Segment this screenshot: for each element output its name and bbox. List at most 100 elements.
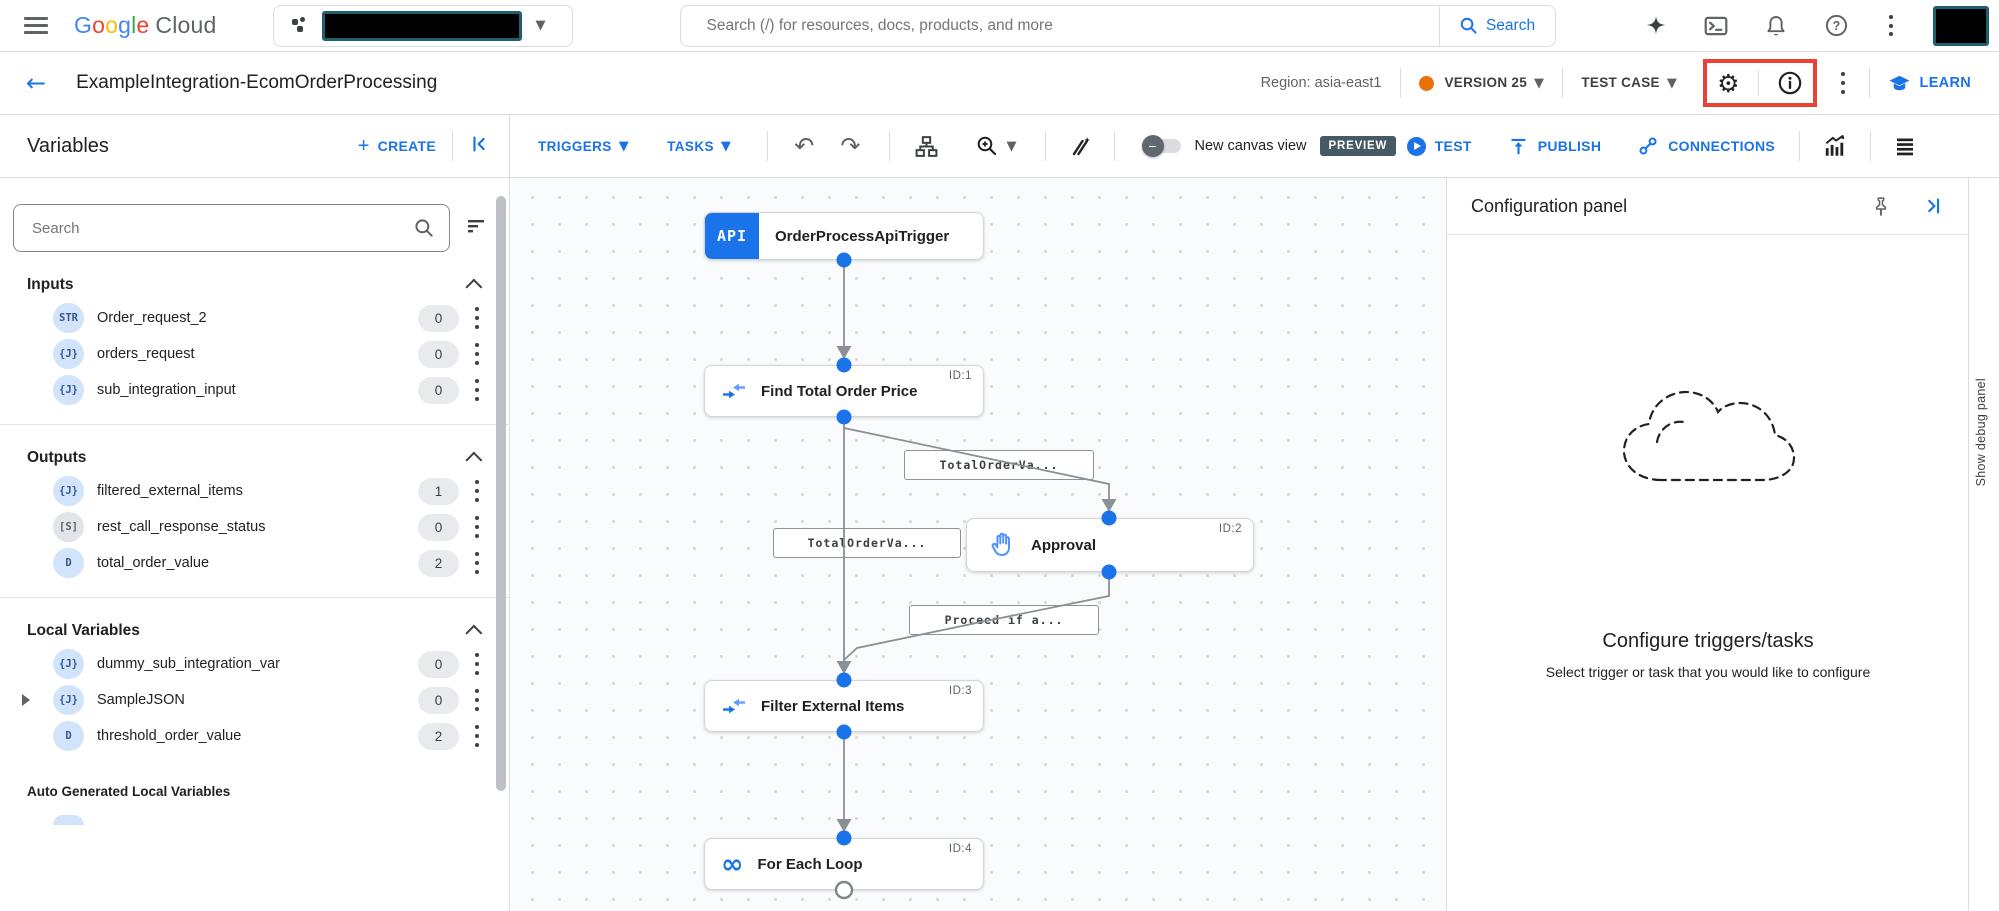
learn-button[interactable]: LEARN	[1888, 72, 1971, 95]
node-id-label: ID:1	[948, 370, 972, 382]
avatar[interactable]	[1933, 5, 1989, 46]
flow-canvas[interactable]: API OrderProcessApiTrigger ID:1 Find Tot…	[511, 178, 1446, 911]
chevron-up-icon[interactable]	[465, 278, 483, 296]
metrics-chart-icon[interactable]	[1822, 133, 1848, 159]
play-icon	[1406, 136, 1426, 156]
expand-arrow-icon[interactable]	[22, 694, 30, 706]
node-title: Filter External Items	[761, 697, 905, 715]
edge-label[interactable]: TotalOrderVa...	[904, 450, 1094, 480]
redo-icon[interactable]: ↷	[840, 132, 861, 160]
divider	[1562, 68, 1564, 98]
variable-row[interactable]: STR Order_request_2 0	[0, 300, 509, 336]
section-title: Outputs	[27, 449, 87, 466]
more-options-icon[interactable]	[469, 476, 485, 506]
sidebar-scrollbar[interactable]	[496, 196, 506, 791]
test-button[interactable]: TEST	[1406, 136, 1472, 156]
variables-search-box	[13, 204, 450, 252]
variable-row[interactable]: D total_order_value 2	[0, 545, 509, 581]
collapse-panel-right-icon[interactable]	[1920, 193, 1946, 219]
more-options-icon[interactable]	[469, 512, 485, 542]
more-options-icon[interactable]	[469, 721, 485, 751]
more-options-icon[interactable]	[1883, 11, 1899, 41]
create-variable-button[interactable]: +CREATE	[357, 134, 436, 157]
more-options-icon[interactable]	[469, 685, 485, 715]
variable-type-badge: {J}	[53, 339, 84, 369]
zoom-dropdown[interactable]: ▼	[975, 134, 1017, 158]
variable-row[interactable]: {J} sub_integration_input 0	[0, 372, 509, 408]
publish-button[interactable]: PUBLISH	[1508, 136, 1602, 157]
new-canvas-toggle[interactable]: −	[1141, 135, 1181, 157]
graduation-cap-icon	[1888, 75, 1910, 90]
back-arrow-icon[interactable]: ←	[26, 69, 47, 97]
gemini-icon[interactable]	[1643, 13, 1669, 39]
variable-row[interactable]: {J} dummy_sub_integration_var 0	[0, 646, 509, 682]
collapse-panel-left-icon[interactable]	[469, 133, 491, 160]
variable-row[interactable]: D threshold_order_value 2	[0, 718, 509, 754]
connections-button[interactable]: CONNECTIONS	[1637, 135, 1775, 157]
usage-count-badge: 0	[418, 376, 459, 404]
more-options-icon[interactable]	[469, 339, 485, 369]
more-options-icon[interactable]	[469, 548, 485, 578]
triggers-dropdown[interactable]: TRIGGERS▼	[538, 138, 630, 154]
project-selector[interactable]: ▼	[272, 4, 573, 47]
cloud-shell-icon[interactable]	[1703, 13, 1729, 39]
test-case-dropdown[interactable]: TEST CASE▼	[1581, 75, 1678, 91]
global-search-input[interactable]	[680, 16, 1439, 35]
show-debug-panel-strip[interactable]: Show debug panel	[1968, 178, 1999, 911]
divider	[888, 131, 890, 161]
sort-filter-icon[interactable]	[464, 214, 488, 243]
section-title: Local Variables	[27, 622, 140, 639]
variable-type-badge: {J}	[53, 476, 84, 506]
notifications-bell-icon[interactable]	[1763, 13, 1789, 39]
configuration-panel-title: Configuration panel	[1471, 195, 1628, 216]
variable-type-badge: [S]	[53, 512, 84, 542]
pin-icon[interactable]	[1868, 193, 1894, 219]
variable-row[interactable]: [S] rest_call_response_status 0	[0, 509, 509, 545]
variable-name: total_order_value	[97, 555, 210, 571]
node-id-label: ID:2	[1218, 523, 1242, 535]
node-approval[interactable]: ID:2 Approval	[966, 518, 1254, 572]
loop-icon: ∞	[721, 848, 744, 880]
tasks-dropdown[interactable]: TASKS▼	[667, 138, 732, 154]
project-name-redacted	[321, 10, 522, 41]
variable-row[interactable]: {J} SampleJSON 0	[0, 682, 509, 718]
execution-log-icon[interactable]	[1893, 134, 1917, 158]
node-order-process-api-trigger[interactable]: API OrderProcessApiTrigger	[704, 212, 984, 260]
edge-label[interactable]: TotalOrderVa...	[773, 528, 961, 558]
highlight-red-box: ⚙	[1703, 59, 1817, 107]
edit-wand-icon[interactable]	[1068, 134, 1092, 158]
edge-label[interactable]: Proceed if a...	[909, 605, 1099, 635]
auto-layout-icon[interactable]	[914, 134, 939, 159]
help-icon[interactable]: ?	[1823, 13, 1849, 39]
api-trigger-icon: API	[705, 213, 759, 259]
usage-count-badge: 2	[418, 722, 459, 750]
variables-search-input[interactable]	[14, 219, 413, 237]
divider	[1399, 68, 1401, 98]
info-icon[interactable]	[1777, 70, 1803, 96]
node-for-each-loop[interactable]: ID:4 ∞ For Each Loop	[704, 838, 984, 890]
chevron-up-icon[interactable]	[465, 624, 483, 642]
variable-row[interactable]: {J} filtered_external_items 1	[0, 473, 509, 509]
variable-row[interactable]: {J} orders_request 0	[0, 336, 509, 372]
auto-generated-title: Auto Generated Local Variables	[27, 784, 231, 799]
publish-icon	[1511, 138, 1526, 155]
more-options-icon[interactable]	[469, 303, 485, 333]
variable-type-badge: D	[53, 548, 84, 578]
search-button[interactable]: Search	[1438, 5, 1555, 46]
node-find-total-order-price[interactable]: ID:1 Find Total Order Price	[704, 365, 984, 417]
node-filter-external-items[interactable]: ID:3 Filter External Items	[704, 680, 984, 732]
variables-sidebar: Inputs STR Order_request_2 0 {J} orders_…	[0, 178, 510, 911]
undo-icon[interactable]: ↶	[794, 132, 815, 160]
divider	[1757, 70, 1759, 96]
version-dropdown[interactable]: VERSION 25▼	[1444, 75, 1545, 91]
more-options-icon[interactable]	[1835, 68, 1851, 98]
settings-gear-icon[interactable]: ⚙	[1717, 68, 1740, 98]
node-title: OrderProcessApiTrigger	[775, 227, 950, 245]
menu-icon[interactable]	[24, 13, 48, 39]
more-options-icon[interactable]	[469, 649, 485, 679]
more-options-icon[interactable]	[469, 375, 485, 405]
chevron-up-icon[interactable]	[465, 451, 483, 469]
connections-icon	[1639, 137, 1657, 155]
